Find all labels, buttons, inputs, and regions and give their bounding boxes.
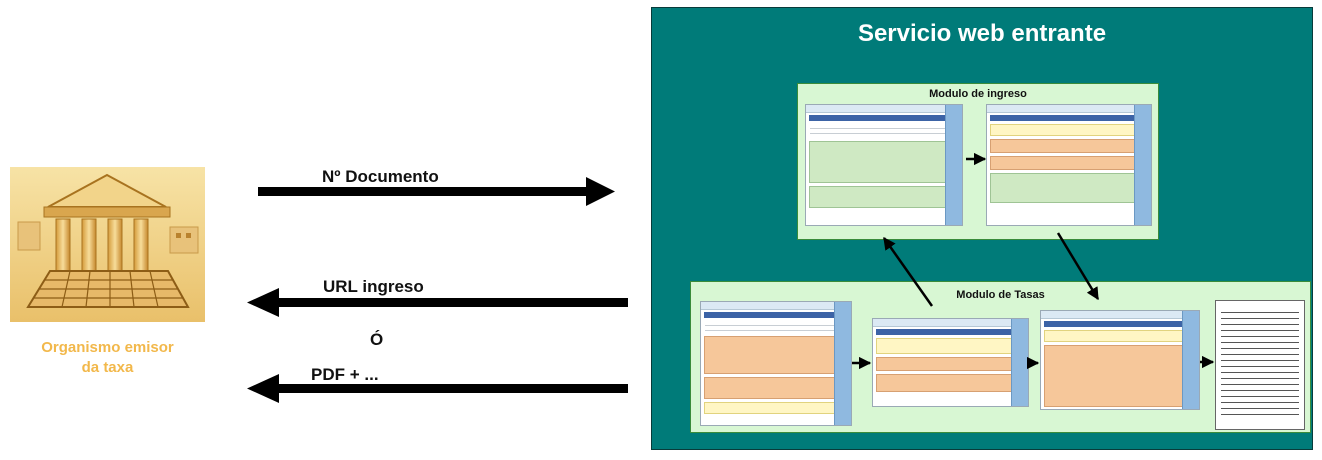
request-arrow: [258, 177, 615, 206]
service-title: Servicio web entrante: [857, 20, 1107, 47]
request-arrow-label: Nº Documento: [322, 167, 439, 186]
tasas-to-ingreso-arrow: [882, 236, 934, 307]
government-building-icon: [10, 167, 205, 322]
organism-label-line2: da taxa: [81, 359, 134, 376]
tasas-screen-1-thumbnail: [700, 301, 852, 426]
or-label: Ó: [370, 330, 384, 349]
ingreso-screen-1-thumbnail: [805, 104, 963, 226]
ingreso-screen-2-thumbnail: [986, 104, 1152, 226]
ingreso-to-tasas-arrow: [1056, 232, 1100, 301]
module-tasas-title: Modulo de Tasas: [956, 289, 1045, 301]
response-pdf-arrow: [247, 374, 628, 403]
module-ingreso-title: Modulo de ingreso: [929, 88, 1027, 100]
organism-label: Organismo emisor da taxa: [0, 338, 215, 378]
pdf-document-thumbnail: [1215, 300, 1305, 430]
tasas-screen-3-thumbnail: [1040, 310, 1200, 410]
response-pdf-label: PDF + ...: [311, 365, 379, 384]
response-url-arrow: [247, 288, 628, 317]
tasas-screen-2-thumbnail: [872, 318, 1029, 407]
response-url-label: URL ingreso: [323, 277, 424, 296]
organism-label-line1: Organismo emisor: [41, 339, 174, 356]
